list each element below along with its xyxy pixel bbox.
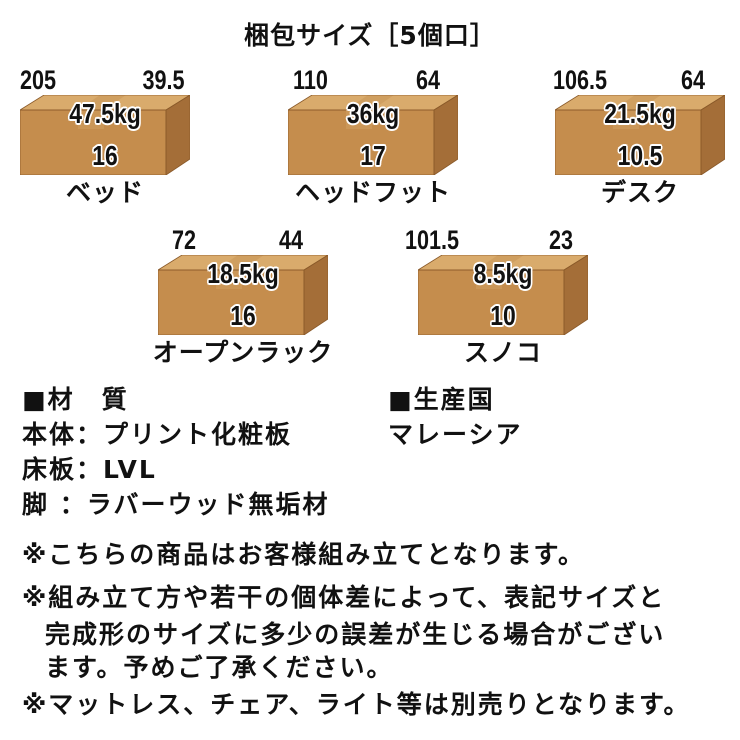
package-name: オープンラック — [152, 338, 334, 367]
materials-line: 脚 ：ラバーウッド無垢材 — [22, 490, 330, 519]
package-name: ベッド — [65, 178, 144, 207]
package-dim-left: 110 — [293, 65, 328, 95]
package-weight: 21.5kg — [604, 98, 676, 129]
package-dim-front: 10.5 — [617, 140, 663, 171]
package-name: デスク — [600, 178, 679, 207]
package-dim-front: 16 — [230, 300, 256, 331]
package-sunoko: 101.5 23 8.5kg 10 スノコ — [405, 222, 588, 372]
package-dim-front: 16 — [92, 140, 118, 171]
package-dim-front: 17 — [360, 140, 386, 171]
origin-heading: ■生産国 — [388, 385, 495, 414]
package-weight: 18.5kg — [207, 258, 279, 289]
package-name: ヘッドフット — [294, 178, 451, 207]
package-dim-left: 72 — [172, 225, 197, 255]
package-desk: 106.5 64 21.5kg 10.5 デスク — [553, 62, 725, 212]
page-title: 梱包サイズ［5個口］ — [244, 21, 496, 50]
package-dim-right: 64 — [680, 65, 705, 95]
materials-line: 床板：LVL — [22, 455, 157, 484]
note-line: ※組み立て方や若干の個体差によって、表記サイズと — [22, 583, 666, 612]
package-dim-right: 44 — [278, 225, 303, 255]
package-dim-right: 64 — [415, 65, 440, 95]
package-name: スノコ — [463, 338, 542, 367]
package-dim-left: 205 — [20, 65, 57, 95]
package-weight: 8.5kg — [473, 258, 533, 289]
package-headfoot: 110 64 36kg 17 ヘッドフット — [288, 62, 458, 212]
package-dim-left: 101.5 — [405, 225, 460, 255]
package-open-rack: 72 44 18.5kg 16 オープンラック — [153, 222, 333, 372]
origin-value: マレーシア — [388, 420, 523, 449]
note-line: ます。予めご了承ください。 — [45, 653, 394, 682]
note-line: ※マットレス、チェア、ライト等は別売りとなります。 — [22, 690, 691, 719]
note-line: 完成形のサイズに多少の誤差が生じる場合がござい — [45, 620, 666, 649]
package-bed: 205 39.5 47.5kg 16 ベッド — [20, 62, 190, 212]
package-dim-front: 10 — [490, 300, 516, 331]
package-weight: 36kg — [346, 98, 400, 129]
package-dim-right: 23 — [548, 225, 573, 255]
materials-heading: ■材 質 — [22, 385, 129, 414]
materials-line: 本体：プリント化粧板 — [22, 420, 293, 449]
package-weight: 47.5kg — [69, 98, 141, 129]
note-line: ※こちらの商品はお客様組み立てとなります。 — [22, 540, 586, 569]
package-dim-left: 106.5 — [553, 65, 608, 95]
package-dim-right: 39.5 — [142, 65, 185, 95]
